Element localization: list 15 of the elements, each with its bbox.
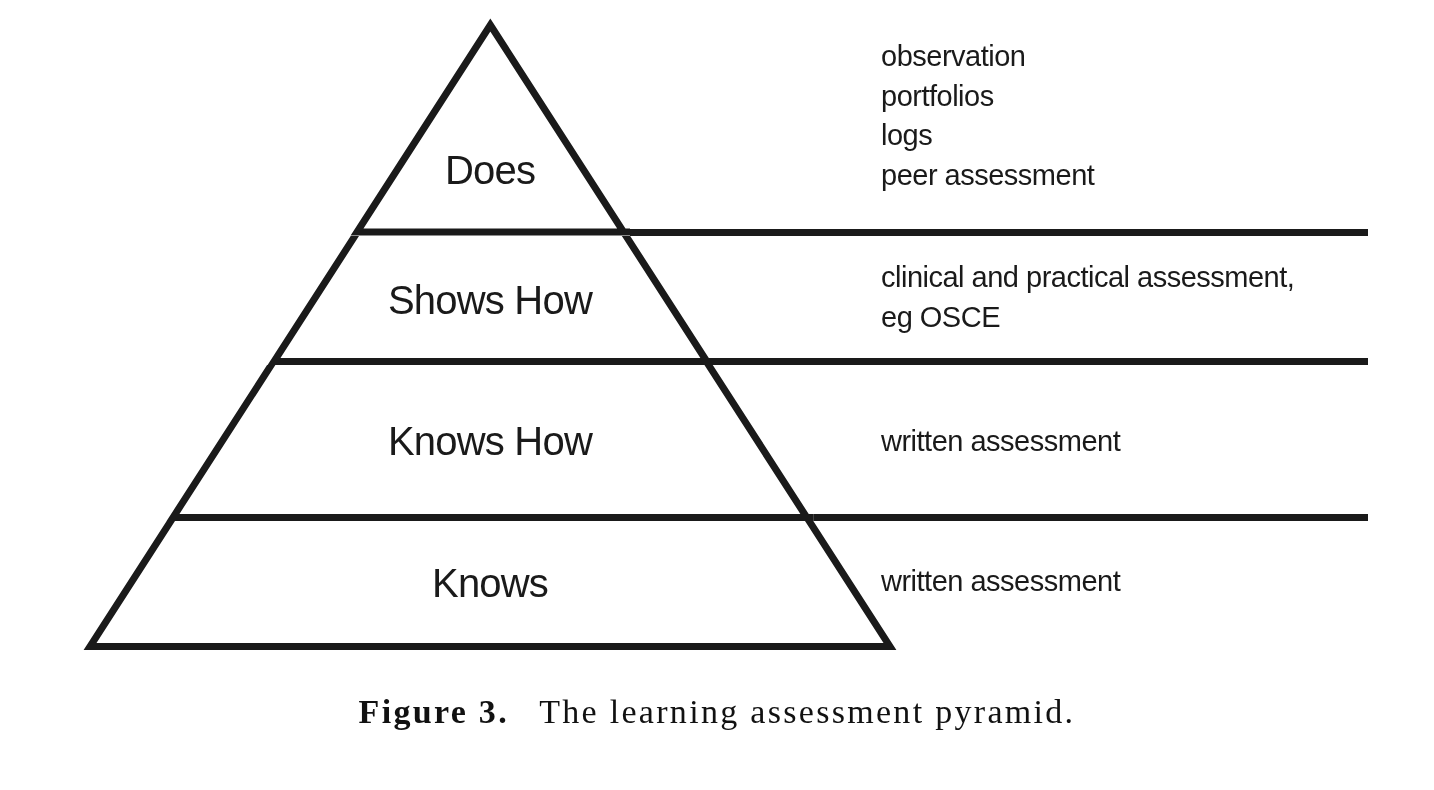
assessment-method-text: peer assessment <box>881 157 1095 193</box>
tier-label: Knows <box>432 561 549 605</box>
assessment-method-text: written assessment <box>881 424 1121 459</box>
assessment-method-text: written assessment <box>881 564 1121 599</box>
figure-caption: Figure 3. The learning assessment pyramid. <box>357 693 1077 731</box>
assessment-method-text: logs <box>881 118 933 153</box>
tier-label: Shows How <box>388 278 592 322</box>
pyramid-apex-triangle <box>349 17 631 236</box>
pyramid-tier <box>166 364 814 521</box>
tier-label: Does <box>445 148 536 192</box>
tier-label: Knows How <box>388 419 592 463</box>
assessment-method-text: observation <box>881 39 1026 74</box>
pyramid-tier <box>266 235 714 365</box>
assessment-method-text: portfolios <box>881 78 994 114</box>
assessment-method-text: clinical and practical assessment, eg OSCE <box>881 260 1296 335</box>
